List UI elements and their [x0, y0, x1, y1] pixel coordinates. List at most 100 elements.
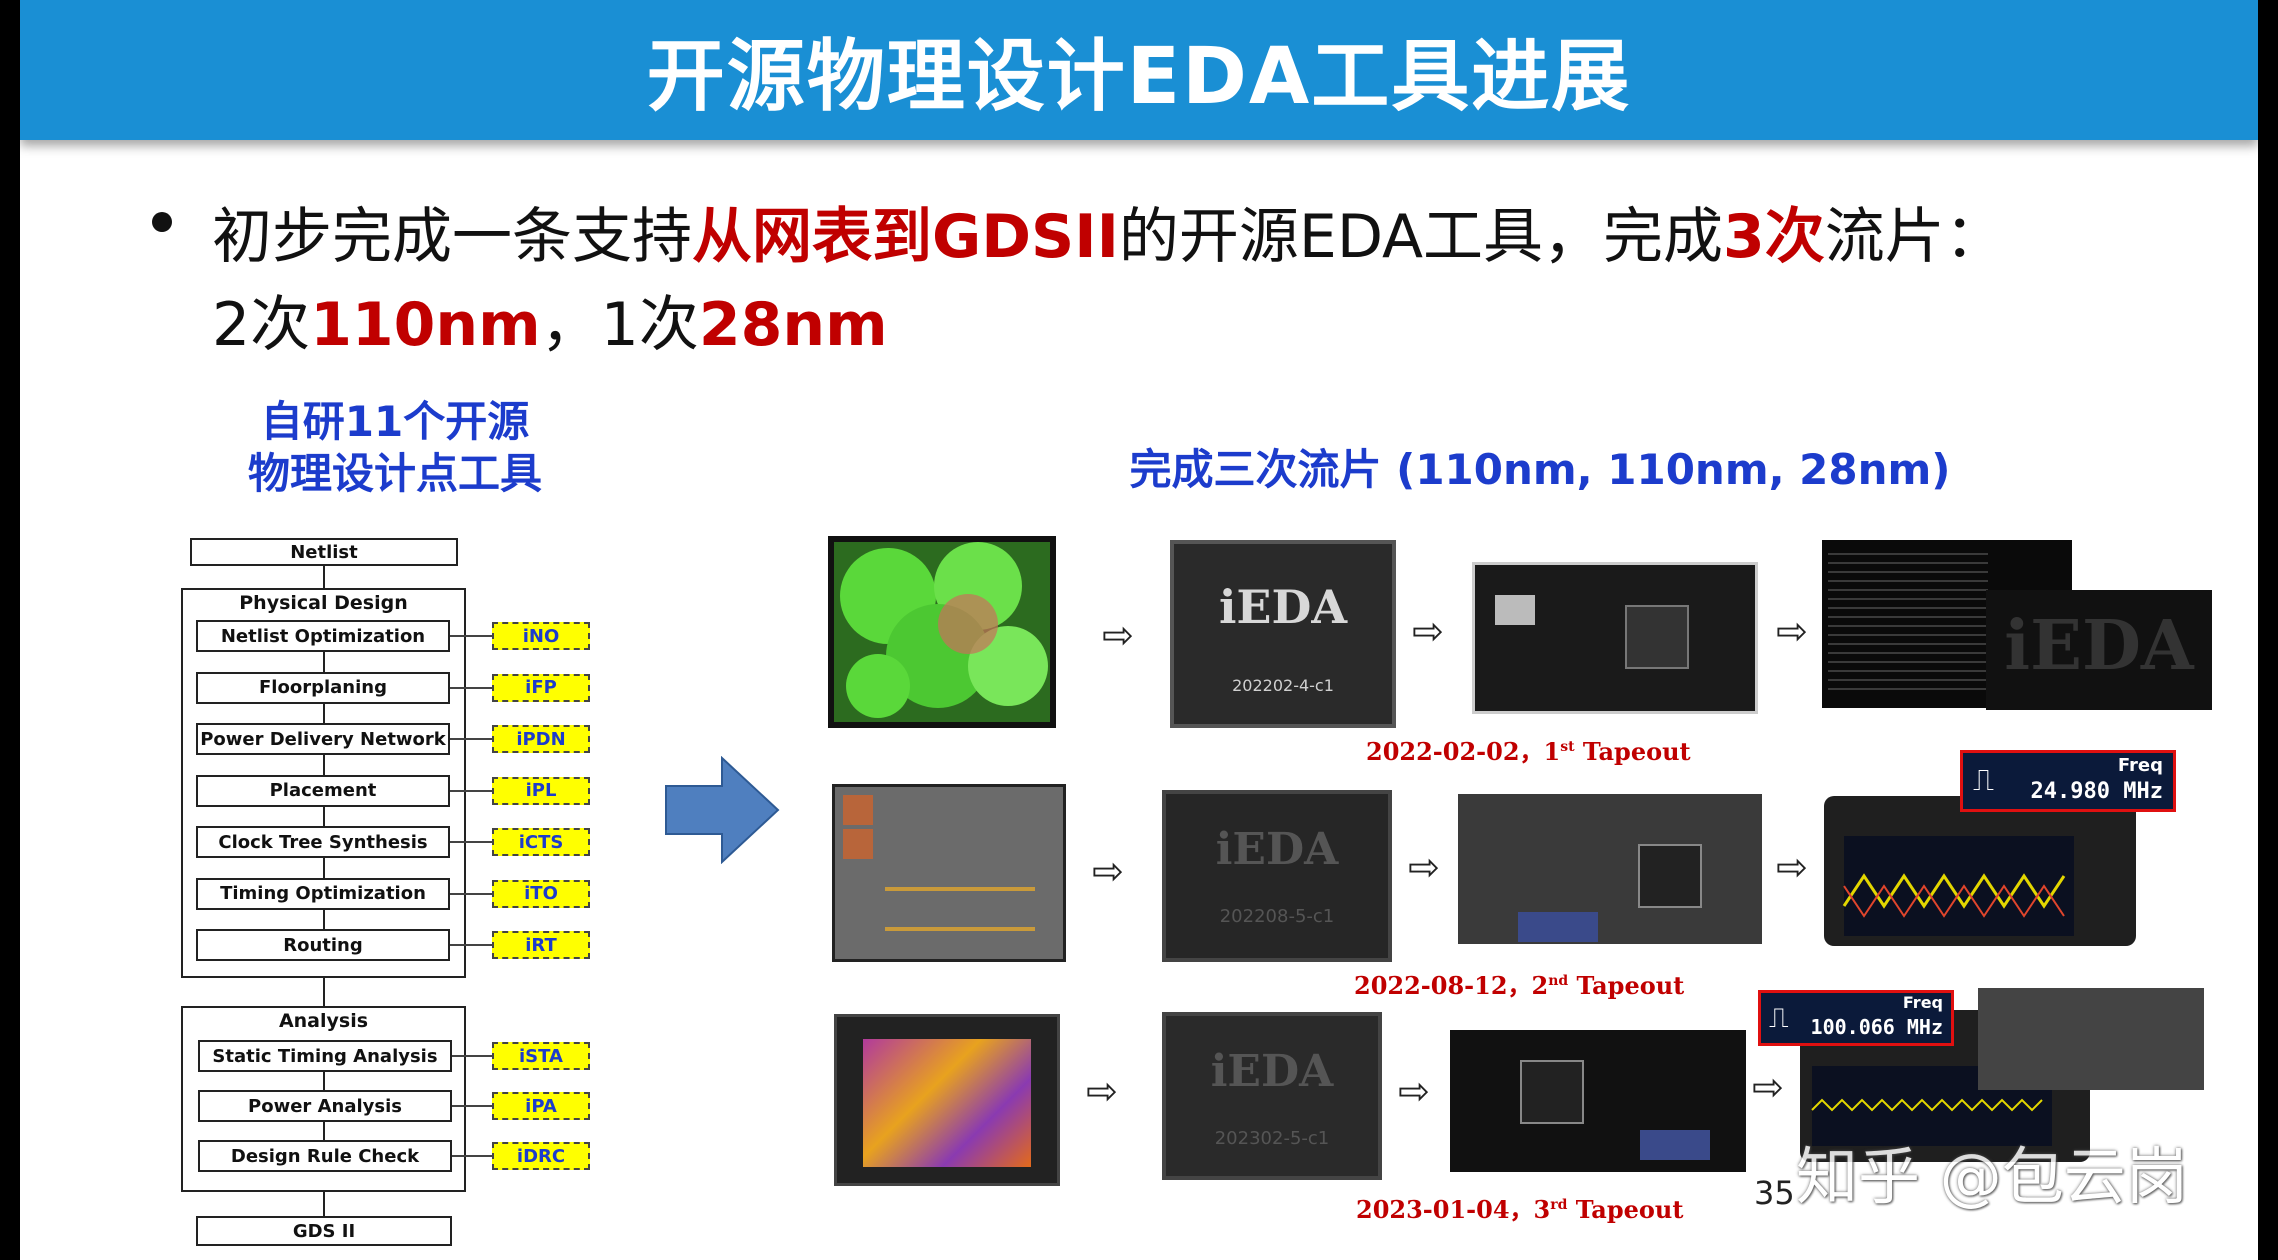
chip-photo-3: iEDA 202302-5-c1 — [1162, 1012, 1382, 1180]
gds-box: GDS II — [196, 1216, 452, 1246]
tool-badge: iRT — [492, 931, 590, 959]
flow-step-box: Routing — [196, 929, 450, 961]
flow-step-box: Netlist Optimization — [196, 620, 450, 652]
tool-badge: iPL — [492, 776, 590, 805]
connector — [323, 1192, 325, 1216]
flow-step-box: Power Delivery Network — [196, 723, 450, 755]
slide-header: 开源物理设计EDA工具进展 — [20, 0, 2258, 140]
right-section-title: 完成三次流片 (110nm, 110nm, 28nm) — [1129, 445, 1951, 494]
page-number: 35 — [1754, 1174, 1795, 1212]
hollow-arrow-icon: ⇨ — [1092, 849, 1124, 893]
chip-code: 202202-4-c1 — [1232, 676, 1334, 695]
caption-ordinal: rd — [1550, 1197, 1568, 1213]
bullet-seg: 初步完成一条支持 — [212, 202, 692, 272]
slide-title: 开源物理设计EDA工具进展 — [646, 32, 1632, 122]
connector — [323, 978, 325, 1006]
tool-badge: iFP — [492, 673, 590, 702]
freq-readout-2: ⎍ Freq 24.980 MHz — [1960, 750, 2176, 812]
hollow-arrow-icon: ⇨ — [1398, 1069, 1430, 1113]
left-border — [0, 0, 20, 1260]
tool-badge: iTO — [492, 879, 590, 908]
analysis-group — [181, 1006, 466, 1192]
bullet-seg: 流片： — [1824, 202, 2005, 272]
board-photo-2 — [1458, 794, 1762, 944]
chip-photo-1: iEDA 202202-4-c1 — [1170, 540, 1396, 728]
caption-label: Tapeout — [1568, 971, 1685, 1000]
left-title-line2: 物理设计点工具 — [247, 449, 542, 498]
hollow-arrow-icon: ⇨ — [1752, 1065, 1784, 1109]
freq-value: 100.066 MHz — [1810, 1015, 1943, 1039]
physical-design-label: Physical Design — [239, 592, 408, 614]
connector — [323, 703, 325, 723]
square-wave-icon: ⎍ — [1769, 1001, 1789, 1034]
left-section-title: 自研11个开源 物理设计点工具 — [200, 396, 590, 500]
bullet-highlight: 3次 — [1723, 202, 1825, 272]
connector — [323, 806, 325, 826]
bullet-line-1: 初步完成一条支持从网表到GDSII的开源EDA工具，完成3次流片： — [212, 188, 2005, 275]
caption-label: Tapeout — [1574, 737, 1691, 766]
tapeout-caption-2: 2022-08-12，2nd Tapeout — [1354, 966, 1684, 1001]
tool-connector — [450, 686, 492, 689]
right-border — [2258, 0, 2278, 1260]
bullet-line-2: 2次110nm，1次28nm — [212, 276, 888, 363]
tool-connector — [452, 1155, 492, 1157]
tool-badge: iDRC — [492, 1142, 590, 1170]
bullet-highlight: 28nm — [698, 290, 888, 360]
tool-badge: iNO — [492, 622, 590, 650]
chip-logo-text: iEDA — [1210, 1046, 1334, 1097]
freq-readout-3: ⎍ Freq 100.066 MHz — [1758, 990, 1954, 1046]
chip-logo-text: iEDA — [1218, 580, 1348, 634]
tool-connector — [452, 1055, 492, 1057]
connector — [323, 1072, 325, 1090]
bullet-seg: 2次 — [212, 290, 311, 360]
caption-ordinal: nd — [1548, 973, 1569, 989]
tapeout-caption-1: 2022-02-02，1st Tapeout — [1366, 732, 1691, 767]
left-title-line1: 自研11个开源 — [260, 397, 530, 446]
flow-step-box: Static Timing Analysis — [198, 1040, 452, 1072]
tool-badge: iCTS — [492, 828, 590, 856]
connector — [323, 652, 325, 672]
chip-code: 202302-5-c1 — [1214, 1128, 1330, 1149]
oscilloscope-photo-2 — [1824, 796, 2136, 946]
connector — [323, 909, 325, 929]
tool-badge: iSTA — [492, 1042, 590, 1070]
tool-connector — [450, 789, 492, 792]
layout-image-1 — [828, 536, 1056, 728]
chip-photo-2: iEDA 202208-5-c1 — [1162, 790, 1392, 962]
terminal-logo-text: iEDA — [2004, 606, 2194, 686]
connector — [323, 755, 325, 775]
analysis-label: Analysis — [278, 1010, 369, 1032]
flow-step-box: Clock Tree Synthesis — [196, 826, 450, 858]
board-photo-3 — [1450, 1030, 1746, 1172]
lab-photo-3 — [1978, 988, 2204, 1090]
caption-date: 2022-08-12，2 — [1354, 971, 1549, 1000]
physical-design-group — [181, 588, 466, 978]
caption-date: 2022-02-02，1 — [1366, 737, 1561, 766]
hollow-arrow-icon: ⇨ — [1086, 1069, 1118, 1113]
bullet-highlight: 110nm — [310, 290, 541, 360]
watermark: 知乎 @包云岗 — [1796, 1140, 2188, 1213]
connector — [323, 858, 325, 878]
hollow-arrow-icon: ⇨ — [1412, 609, 1444, 653]
terminal-logo-box: iEDA — [1986, 590, 2212, 710]
board-photo-1 — [1472, 562, 1758, 714]
connector — [323, 1122, 325, 1140]
caption-date: 2023-01-04，3 — [1356, 1195, 1551, 1224]
caption-ordinal: st — [1560, 739, 1575, 755]
tool-connector — [450, 944, 492, 946]
tool-connector — [452, 1105, 492, 1107]
tool-badge: iPDN — [492, 725, 590, 753]
freq-value: 24.980 MHz — [2030, 779, 2163, 804]
flow-step-box: Placement — [196, 774, 450, 807]
bullet-dot — [152, 212, 172, 232]
bullet-seg: 的开源EDA工具，完成 — [1118, 202, 1724, 272]
hollow-arrow-icon: ⇨ — [1102, 613, 1134, 657]
hollow-arrow-icon: ⇨ — [1776, 845, 1808, 889]
flow-step-box: Timing Optimization — [196, 877, 450, 910]
tool-badge: iPA — [492, 1092, 590, 1120]
tool-connector — [450, 892, 492, 895]
layout-image-3 — [834, 1014, 1060, 1186]
flow-step-box: Design Rule Check — [198, 1140, 452, 1172]
netlist-box: Netlist — [190, 538, 458, 566]
hollow-arrow-icon: ⇨ — [1408, 845, 1440, 889]
